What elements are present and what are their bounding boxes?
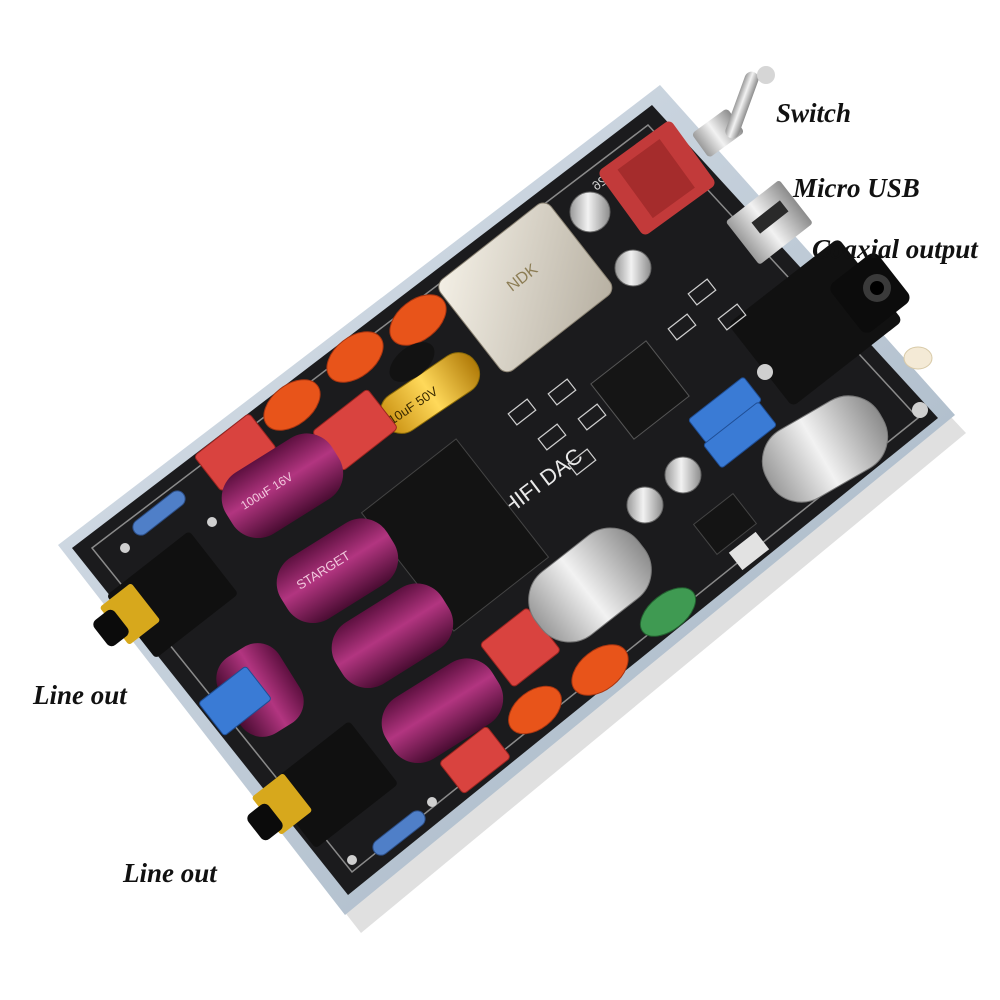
dac-chip [360,438,550,632]
mounting-pads [120,364,928,865]
led [903,346,933,370]
line-out-jack-top [93,532,237,657]
line-out-callout-top: Line out [33,680,127,710]
usb-receiver-chip [590,340,690,440]
switch-callout: Switch [776,98,852,128]
film-caps-red [194,389,560,794]
black-capacitor [389,342,435,382]
crystal-oscillator: NDK [438,202,613,373]
small-electrolytic-caps [569,191,702,524]
coaxial-output-callout: Coaxial output [812,234,978,264]
large-silver-capacitors [528,395,889,643]
line-out-jack-bottom [247,722,397,847]
blue-capacitors [199,377,777,736]
resistor-pads [507,278,747,476]
smd-component [728,531,770,571]
line-out-callout-bottom: Line out [123,858,217,888]
micro-usb-callout: Micro USB [793,173,920,203]
metal-film-resistors [132,490,426,856]
coaxial-output-jack [730,240,910,405]
micro-usb-port [726,181,812,264]
inductor [639,587,697,637]
toggle-switch [599,66,775,235]
film-caps-orange [263,294,629,735]
voltage-regulator [692,492,758,556]
